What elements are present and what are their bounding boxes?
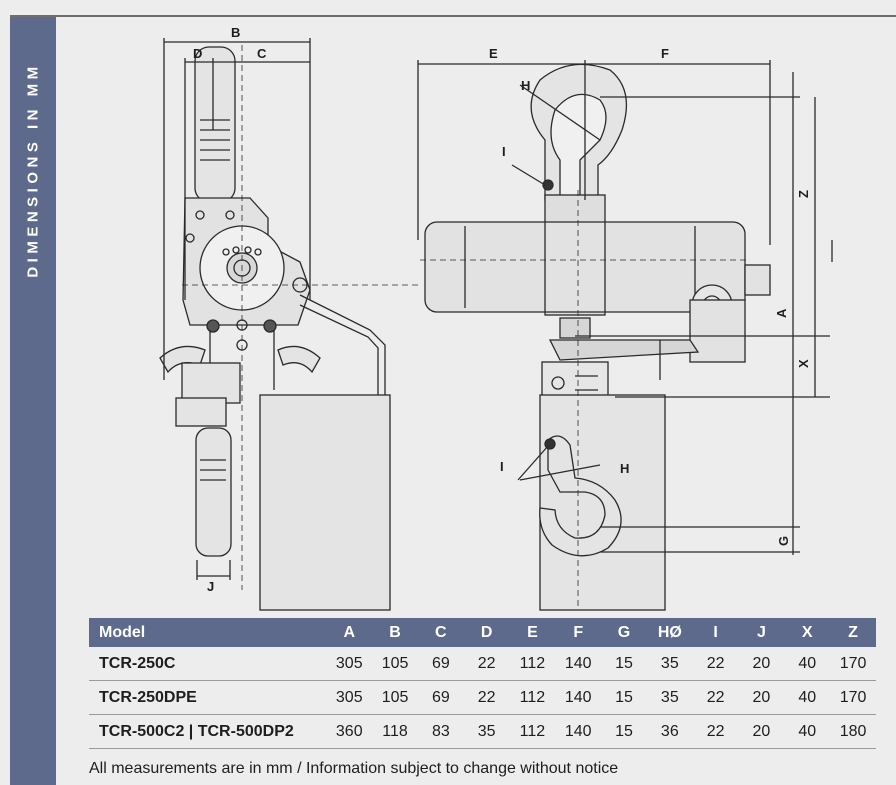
table-cell-model: TCR-250C: [89, 647, 327, 681]
label-j: J: [207, 579, 214, 594]
side-bar: [10, 17, 56, 785]
table-header-cell: D: [463, 618, 510, 647]
table-cell: 22: [692, 647, 739, 681]
table-cell: 180: [830, 714, 876, 749]
label-i-bottom: I: [500, 459, 504, 474]
label-a: A: [774, 308, 789, 318]
table-row: TCR-500C2 | TCR-500DP2 360 118 83 35 112…: [89, 714, 876, 749]
label-b: B: [231, 25, 240, 40]
table-cell: 112: [509, 714, 556, 749]
table-header-cell: G: [601, 618, 647, 647]
side-title: DIMENSIONS IN MM: [24, 62, 42, 278]
table-header-cell: C: [417, 618, 464, 647]
table-header-cell: Model: [89, 618, 327, 647]
table-cell: 40: [784, 680, 831, 715]
table-cell: 140: [555, 647, 602, 681]
dimension-drawing: B D C E F H I Z A X I H G J: [159, 25, 833, 611]
label-z: Z: [796, 190, 811, 198]
table-header-cell: Z: [830, 618, 876, 647]
table-cell: 15: [601, 714, 647, 749]
table-cell: 35: [463, 714, 510, 749]
table-cell: 22: [463, 647, 510, 681]
table-cell: 112: [509, 647, 556, 681]
table-header-cell: J: [738, 618, 785, 647]
table-cell: 170: [830, 647, 876, 681]
table-cell: 360: [326, 714, 373, 749]
label-h-bottom: H: [620, 461, 629, 476]
table-cell: 83: [417, 714, 464, 749]
table-cell: 36: [646, 714, 693, 749]
table-header-cell: E: [509, 618, 556, 647]
table-cell: 35: [646, 680, 693, 715]
label-i-top: I: [502, 144, 506, 159]
table-row: TCR-250C 305 105 69 22 112 140 15 35 22 …: [89, 647, 876, 681]
table-cell: 35: [646, 647, 693, 681]
table-cell: 105: [372, 680, 418, 715]
table-header-row: Model A B C D E F G HØ I J X Z: [89, 618, 876, 647]
table-cell: 40: [784, 647, 831, 681]
table-cell: 140: [555, 680, 602, 715]
table-cell: 305: [326, 647, 373, 681]
table-cell: 15: [601, 647, 647, 681]
table-header-cell: A: [326, 618, 373, 647]
table-cell: 69: [417, 647, 464, 681]
table-cell: 22: [692, 680, 739, 715]
table-cell: 22: [692, 714, 739, 749]
table-cell-model: TCR-500C2 | TCR-500DP2: [89, 714, 327, 749]
label-e: E: [489, 46, 498, 61]
label-c: C: [257, 46, 267, 61]
footnote: All measurements are in mm / Information…: [89, 760, 619, 777]
table-cell: 20: [738, 714, 785, 749]
table-header-cell: F: [555, 618, 602, 647]
table-cell: 140: [555, 714, 602, 749]
label-f: F: [661, 46, 669, 61]
top-rule: [10, 15, 896, 17]
table-header-cell: HØ: [646, 618, 693, 647]
table-header-cell: I: [692, 618, 739, 647]
table-row: TCR-250DPE 305 105 69 22 112 140 15 35 2…: [89, 680, 876, 715]
table-cell: 15: [601, 680, 647, 715]
table-cell: 305: [326, 680, 373, 715]
table-cell: 22: [463, 680, 510, 715]
table-cell: 112: [509, 680, 556, 715]
table-cell: 105: [372, 647, 418, 681]
label-g: G: [776, 536, 791, 546]
table-cell: 118: [372, 714, 418, 749]
table-header-cell: B: [372, 618, 418, 647]
label-d: D: [193, 46, 202, 61]
table-cell: 69: [417, 680, 464, 715]
dimensions-table: Model A B C D E F G HØ I J X Z TCR-250C …: [89, 618, 876, 749]
table-cell: 20: [738, 680, 785, 715]
label-x: X: [796, 359, 811, 368]
label-h-top: H: [521, 78, 530, 93]
table-cell: 20: [738, 647, 785, 681]
table-cell: 170: [830, 680, 876, 715]
table-header-cell: X: [784, 618, 831, 647]
table-cell: 40: [784, 714, 831, 749]
table-cell-model: TCR-250DPE: [89, 680, 327, 715]
